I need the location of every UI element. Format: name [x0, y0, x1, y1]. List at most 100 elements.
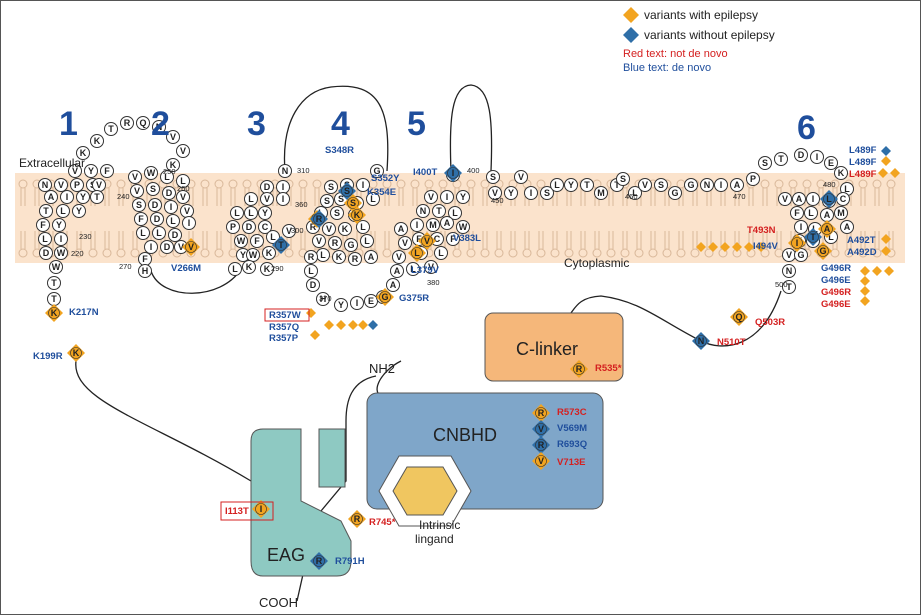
svg-text:S: S [350, 198, 356, 208]
svg-text:R: R [352, 254, 359, 264]
variant-label-r357w: R357W [269, 310, 301, 321]
svg-text:L: L [270, 232, 276, 242]
residue-V: V [398, 236, 412, 250]
variant-label-t493n: T493N [747, 225, 776, 236]
residue-V: V [638, 178, 652, 192]
variant-marker-R: R [310, 552, 328, 570]
segment-number-5: 5 [407, 105, 426, 143]
variant-marker-K: K [348, 206, 366, 224]
ligand-label-line1: Intrinsic [419, 518, 460, 532]
residue-P: P [746, 172, 760, 186]
svg-text:I: I [150, 242, 153, 252]
residue-I: I [182, 216, 196, 230]
svg-text:V: V [134, 186, 140, 196]
svg-text:I: I [530, 188, 533, 198]
segment-number-3: 3 [247, 105, 266, 143]
residue-Y: Y [258, 206, 272, 220]
svg-text:E: E [828, 158, 834, 168]
residue-I: I [810, 150, 824, 164]
residue-I: I [440, 190, 454, 204]
variant-marker-N: N [692, 332, 710, 350]
svg-text:R: R [310, 222, 317, 232]
svg-text:I: I [282, 194, 285, 204]
svg-text:D: D [43, 248, 50, 258]
variant-marker-R: R [570, 360, 588, 378]
residue-S: S [320, 194, 334, 208]
ligand-label-line2: lingand [415, 532, 454, 546]
svg-text:V: V [538, 456, 544, 466]
variant-label-v569m: V569M [557, 423, 587, 434]
residue-K: K [834, 166, 848, 180]
residue-I: I [164, 200, 178, 214]
svg-text:S: S [544, 188, 550, 198]
svg-text:R: R [538, 440, 545, 450]
svg-text:V: V [316, 236, 322, 246]
residue-Y: Y [52, 218, 66, 232]
svg-text:V: V [132, 172, 138, 182]
residue-number: 230 [79, 232, 92, 241]
residue-L: L [550, 178, 564, 192]
svg-text:S: S [344, 186, 350, 196]
variant-occurrence-diamond [756, 242, 766, 252]
residue-H: H [316, 292, 330, 306]
svg-text:N: N [698, 336, 705, 346]
variant-label-l489f: L489F [849, 157, 877, 168]
svg-text:K: K [51, 308, 58, 318]
svg-text:W: W [52, 262, 61, 272]
residue-L: L [244, 192, 258, 206]
residue-Y: Y [76, 190, 90, 204]
residue-L: L [244, 206, 258, 220]
residue-K: K [260, 262, 274, 276]
svg-text:V: V [424, 236, 430, 246]
variant-label-i494v: I494V [753, 241, 778, 252]
variant-label-s352y: S352Y [371, 173, 400, 184]
svg-text:G: G [819, 246, 826, 256]
variant-occurrence-diamond [890, 168, 900, 178]
eag-label: EAG [267, 545, 305, 565]
residue-W: W [54, 246, 68, 260]
residue-V: V [260, 192, 274, 206]
variant-marker-I: I [252, 500, 270, 518]
residue-number: 220 [71, 249, 84, 258]
variant-marker-V: V [182, 238, 200, 256]
variant-label-v266m: V266M [171, 263, 201, 274]
variant-marker-T: T [272, 236, 290, 254]
variant-marker-L: L [820, 190, 838, 208]
i113t-highlight-box [220, 501, 274, 521]
svg-text:T: T [786, 282, 792, 292]
residue-A: A [730, 178, 744, 192]
svg-text:M: M [597, 188, 605, 198]
variant-marker-V: V [532, 420, 550, 438]
svg-text:W: W [57, 248, 66, 258]
svg-text:W: W [147, 168, 156, 178]
residue-R: R [328, 236, 342, 250]
residue-Y: Y [564, 178, 578, 192]
variant-marker-V: V [532, 452, 550, 470]
svg-text:R: R [316, 214, 323, 224]
variant-label-r745-stop: R745* [369, 517, 396, 528]
residue-V: V [782, 248, 796, 262]
svg-text:A: A [368, 252, 375, 262]
residue-number: 290 [271, 264, 284, 273]
variant-marker-R: R [532, 436, 550, 454]
residue-A: A [390, 264, 404, 278]
svg-text:V: V [184, 206, 190, 216]
svg-text:D: D [166, 188, 173, 198]
variant-marker-K: K [45, 304, 63, 322]
residue-L: L [152, 226, 166, 240]
svg-text:V: V [428, 192, 434, 202]
svg-text:L: L [452, 208, 458, 218]
residue-L: L [434, 246, 448, 260]
residue-P: P [226, 220, 240, 234]
svg-text:L: L [156, 228, 162, 238]
residue-L: L [304, 264, 318, 278]
variant-marker-L: L [408, 244, 426, 262]
residue-D: D [242, 220, 256, 234]
variant-occurrence-diamond [860, 266, 870, 276]
residue-T: T [90, 190, 104, 204]
residue-number: 240 [117, 192, 130, 201]
legend-red-text: Red text: not de novo [623, 48, 728, 60]
residue-G: G [668, 186, 682, 200]
residue-K: K [242, 260, 256, 274]
